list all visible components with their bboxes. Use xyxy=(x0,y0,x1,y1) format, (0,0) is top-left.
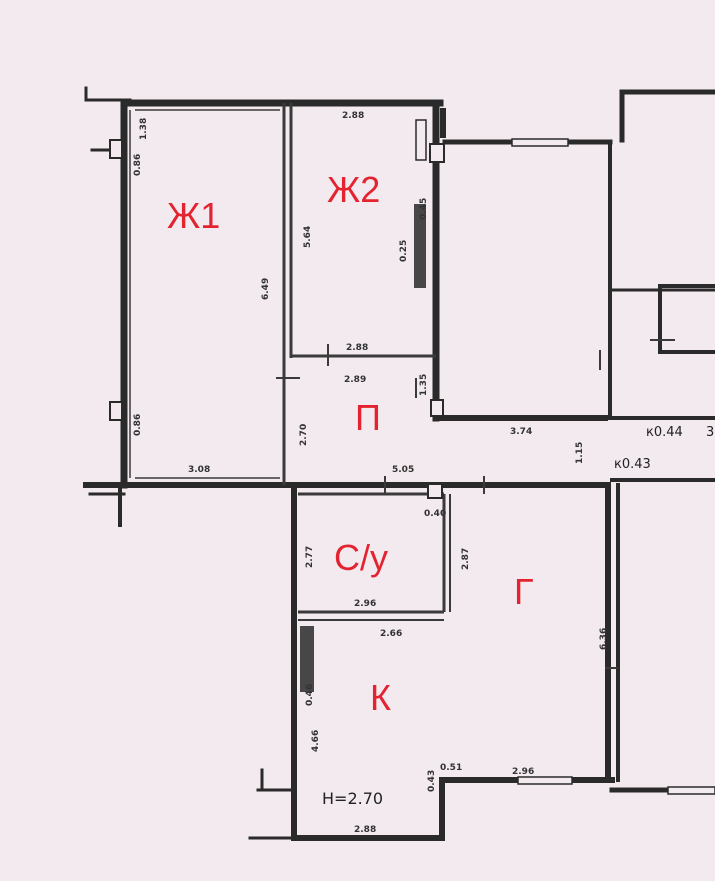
radiators xyxy=(300,119,427,692)
dim-zh1-length: 6.49 xyxy=(261,278,271,300)
dim-zh2-right: 0.45 xyxy=(419,198,429,220)
dim-zh2-top: 2.88 xyxy=(342,111,364,121)
dim-k-bottom: 2.88 xyxy=(354,825,376,835)
room-p-label: П xyxy=(355,397,381,438)
dim-p-long: 3.74 xyxy=(510,427,532,437)
dimension-labels: 3.08 6.49 0.86 0.86 1.38 2.88 2.88 5.64 … xyxy=(133,111,609,835)
room-su-label: С/у xyxy=(334,537,388,578)
dim-k-top: 2.66 xyxy=(380,629,402,639)
corner-label-a: к0.44 xyxy=(646,425,683,440)
ceiling-height: H=2.70 xyxy=(322,789,383,808)
dim-k-small: 0.46 xyxy=(305,684,315,706)
dim-zh1-width: 3.08 xyxy=(188,465,210,475)
dim-p-side: 2.70 xyxy=(299,424,309,446)
dim-zh2-bottom: 2.88 xyxy=(346,343,368,353)
dim-su-right: 2.87 xyxy=(461,548,471,570)
room-zh1-label: Ж1 xyxy=(167,195,220,236)
dim-g-small-b: 0.43 xyxy=(427,770,437,792)
dim-zh2-right-small: 0.25 xyxy=(399,240,409,262)
dim-su-bottom: 2.96 xyxy=(354,599,376,609)
corner-label-a-suffix: 3 xyxy=(706,425,714,440)
dim-p-top: 2.89 xyxy=(344,375,366,385)
dim-zh2-left: 5.64 xyxy=(303,226,313,248)
room-zh2-label: Ж2 xyxy=(327,169,380,210)
dim-top-small: 1.38 xyxy=(139,118,149,140)
dim-su-left: 2.77 xyxy=(305,546,315,568)
room-k-label: К xyxy=(370,677,391,718)
dim-su-small: 0.40 xyxy=(424,509,446,519)
dim-p-bottom: 5.05 xyxy=(392,465,414,475)
corner-label-b: к0.43 xyxy=(614,457,651,472)
dim-k-left: 4.66 xyxy=(311,730,321,752)
dim-g-bottom: 2.96 xyxy=(512,767,534,777)
dim-zh1-window-top: 0.86 xyxy=(133,154,143,176)
dim-p-right: 1.35 xyxy=(419,374,429,396)
dim-zh1-window-bottom: 0.86 xyxy=(133,414,143,436)
windows xyxy=(109,108,715,795)
dim-p-end: 1.15 xyxy=(575,442,585,464)
room-labels: Ж1 Ж2 П С/у Г К xyxy=(167,169,534,718)
inner-walls xyxy=(129,103,675,669)
corner-annotations: к0.44 3 к0.43 xyxy=(614,425,714,472)
room-g-label: Г xyxy=(514,571,534,612)
dim-g-small-a: 0.51 xyxy=(440,763,462,773)
dim-g-right: 6.36 xyxy=(599,628,609,650)
